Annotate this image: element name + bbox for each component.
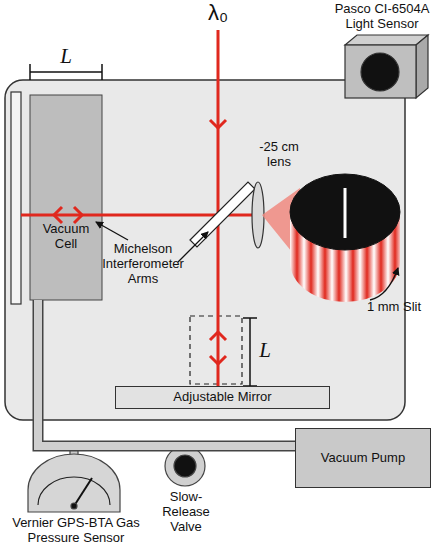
drawing-part <box>361 53 399 91</box>
node-label: Adjustable Mirror <box>173 390 271 405</box>
drawing-part <box>249 318 251 386</box>
tube-stroke <box>38 300 295 446</box>
drawing-part <box>210 356 226 364</box>
mirror-bar: Adjustable Mirror <box>115 386 330 409</box>
laser-beam <box>21 30 258 386</box>
vacuum-cell-body <box>30 95 102 300</box>
dimension-label: L <box>255 338 275 362</box>
pressure-sensor <box>28 446 120 512</box>
slit <box>344 188 347 238</box>
vacuum-cell: Vacuum Cell <box>30 95 102 300</box>
slit-aperture <box>290 174 400 250</box>
drawing-part <box>74 207 82 223</box>
leader-line <box>370 268 398 300</box>
drawing-part <box>30 71 102 73</box>
tube-stroke <box>38 300 295 446</box>
drawing-part <box>54 207 62 223</box>
enclosure <box>5 80 405 420</box>
drawing-part <box>345 45 416 98</box>
drawing-part <box>345 35 428 45</box>
length-dimension <box>243 318 257 386</box>
arms-label: Michelson Interferometer Arms <box>98 242 188 287</box>
drawing-part <box>38 477 110 505</box>
node-label: Vacuum Cell <box>34 222 98 252</box>
node-label: Vacuum Pump <box>321 451 405 466</box>
drawing-part <box>71 503 77 509</box>
drawing-part <box>96 222 128 240</box>
drawing-part <box>210 120 226 128</box>
lens-label: -25 cm lens <box>246 140 312 170</box>
dimension-label: L <box>56 44 76 68</box>
pump-box: Vacuum Pump <box>295 428 431 488</box>
drawing-part <box>74 478 92 506</box>
variable-arm <box>190 316 242 384</box>
light-sensor <box>345 35 428 98</box>
valve-label: Slow-Release Valve <box>150 490 222 535</box>
vacuum-tube <box>38 300 295 446</box>
drawing-part <box>101 64 103 80</box>
gauge-label: Vernier GPS-BTA Gas Pressure Sensor <box>6 516 146 546</box>
fixed-mirror <box>11 92 21 304</box>
drawing-part <box>243 317 257 319</box>
slit-label: 1 mm Slit <box>366 300 422 315</box>
release-valve <box>165 446 205 486</box>
drawing-part <box>28 454 120 512</box>
wavelength-label: λ₀ <box>203 0 233 25</box>
drawing-part <box>174 455 196 477</box>
sensor-label: Pasco CI-6504A Light Sensor <box>330 2 434 32</box>
drawing-part <box>165 446 205 486</box>
beam-splitter <box>190 182 255 247</box>
drawing-part <box>210 332 226 340</box>
drawing-part <box>29 64 31 80</box>
drawing-part <box>416 35 428 98</box>
